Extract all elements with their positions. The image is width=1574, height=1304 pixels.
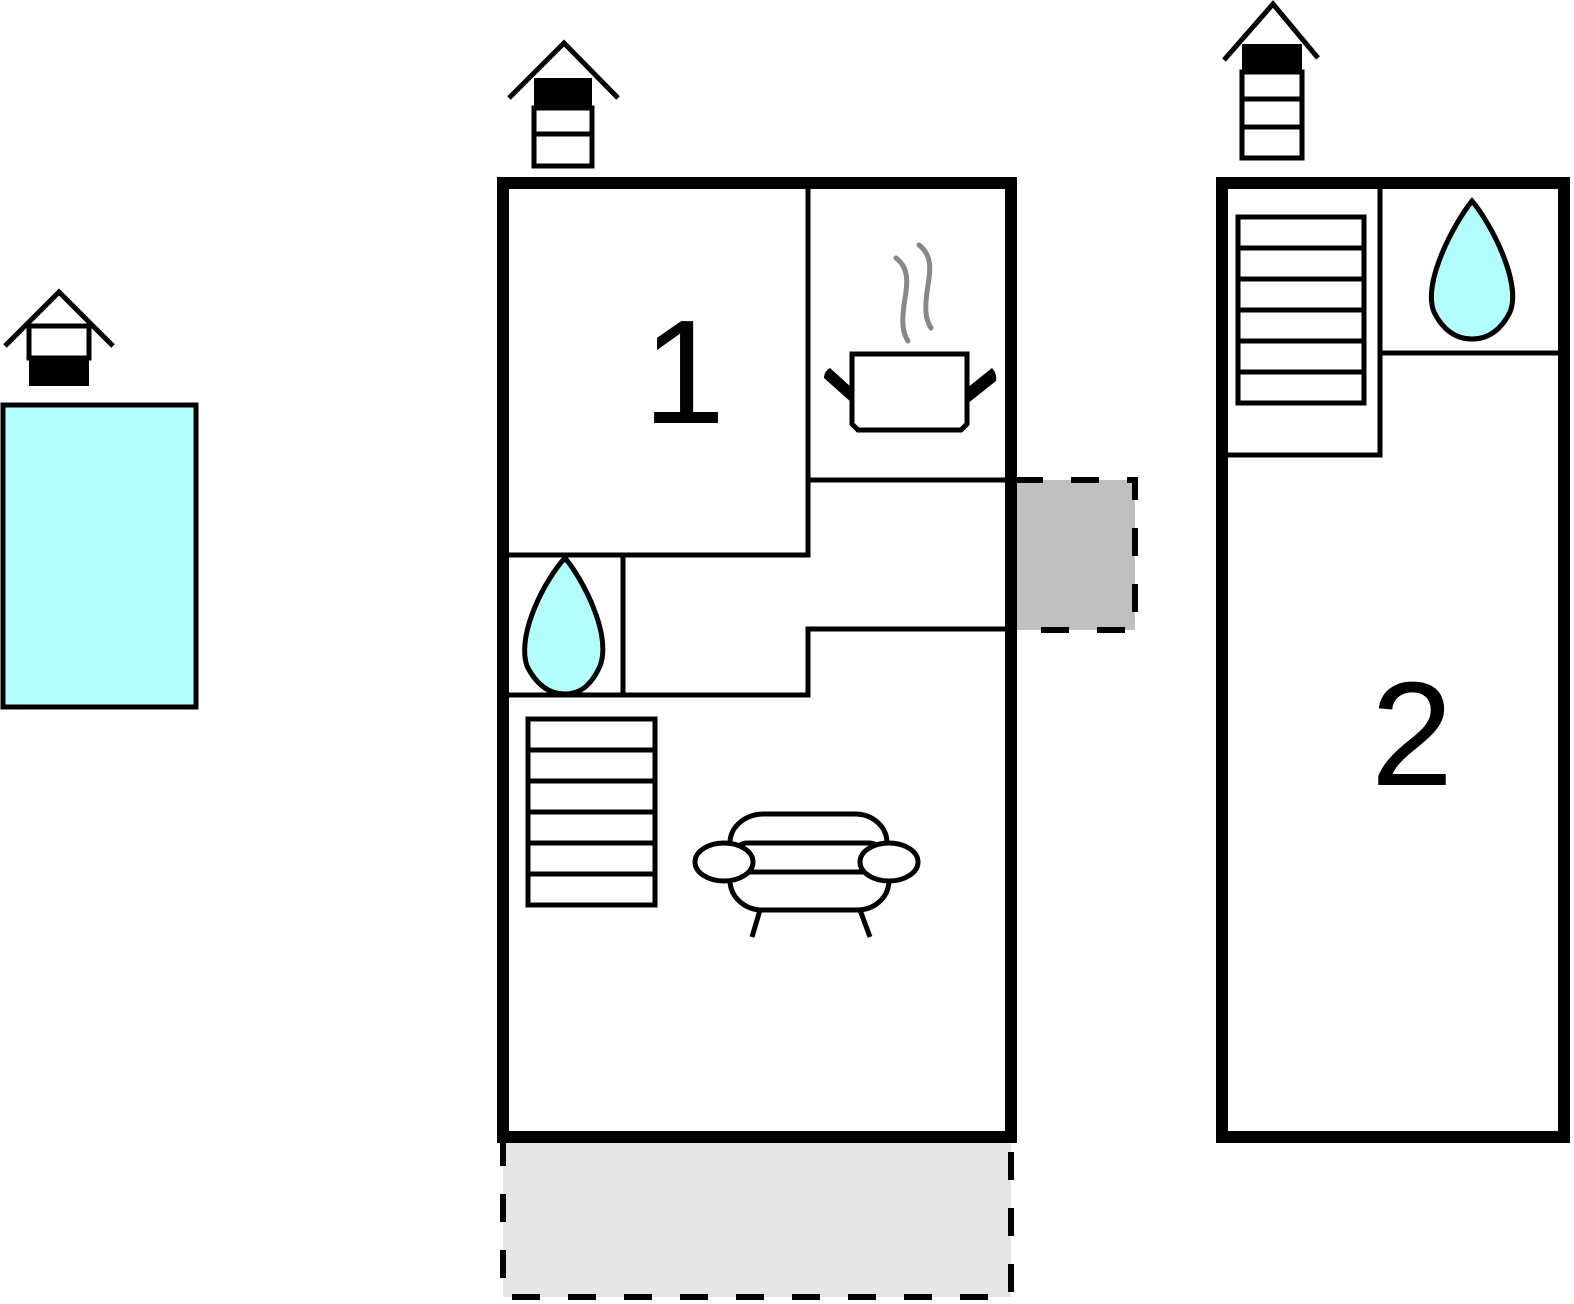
covered-terrace-outline [1015, 477, 1138, 633]
floor-1-plan: 1 [497, 39, 1138, 1300]
floor-up-arrow-icon [3, 288, 115, 386]
floor-1-internal-walls [509, 183, 1006, 698]
bathroom-drop-icon [1428, 197, 1516, 342]
floor-label-2: 2 [1371, 652, 1453, 817]
kitchen-pot-icon [824, 242, 997, 433]
floor-1-outer-wall [497, 177, 1017, 1143]
open-terrace-outline [500, 1138, 1014, 1300]
floor-up-arrow-icon [507, 39, 620, 169]
floor-2-plan: 2 [1216, 0, 1570, 1143]
stairs-icon [525, 716, 658, 908]
open-terrace [503, 1138, 1011, 1297]
pool-block [0, 288, 199, 710]
stairs-icon [1235, 214, 1367, 406]
floor-up-arrow-icon [1222, 0, 1320, 161]
sofa-icon [692, 811, 921, 938]
floor-2-internal-walls [1228, 183, 1558, 458]
pool [0, 402, 199, 710]
bathroom-drop-icon [522, 554, 606, 697]
floor-2-outer-wall [1216, 177, 1570, 1143]
floor-label-1: 1 [643, 290, 725, 455]
covered-terrace [1015, 480, 1135, 630]
